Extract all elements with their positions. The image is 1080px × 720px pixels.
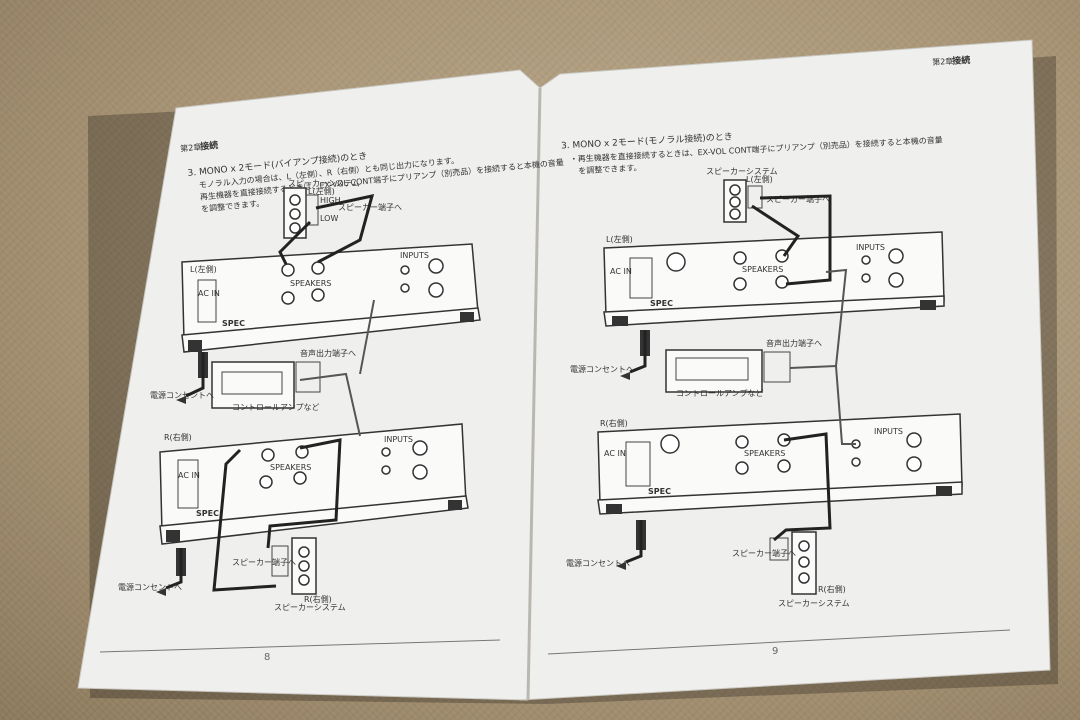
right-speaker-r-label: R(右側) <box>818 584 846 594</box>
left-top-acin: AC IN <box>198 289 220 298</box>
left-header-chapter: 第2章 <box>180 142 202 154</box>
left-bottom-brand: SPEC <box>196 509 219 518</box>
right-header-chapter: 第2章 <box>932 56 954 67</box>
left-header-title: 接続 <box>200 139 219 153</box>
right-speaker-system-bottom: スピーカーシステム <box>778 599 850 608</box>
right-top-inputs: INPUTS <box>856 243 885 252</box>
right-speaker-terminal-label: スピーカー端子へ <box>766 194 830 204</box>
right-page-number: 9 <box>772 646 778 657</box>
right-top-brand: SPEC <box>650 299 673 308</box>
left-bottom-amp-label: R(右側) <box>164 432 192 442</box>
left-bottom-speakers: SPEAKERS <box>270 463 311 472</box>
left-diagram: スピーカーシステム L(左側) スピーカー端子へ HIGH LOW L(左側) … <box>99 179 501 663</box>
right-top-acin: AC IN <box>610 267 632 276</box>
right-outlet-bottom-label: 電源コンセントへ <box>566 559 630 568</box>
left-outlet-top-label: 電源コンセントへ <box>150 391 214 400</box>
right-speaker-system-label: スピーカーシステム <box>706 167 778 176</box>
right-bottom-inputs: INPUTS <box>874 427 903 436</box>
left-speaker-r-label: R(右側) <box>304 594 332 604</box>
left-high-label: HIGH <box>320 196 341 205</box>
right-speaker-l-label: L(左側) <box>746 174 773 184</box>
left-top-amp-label: L(左側) <box>190 264 217 274</box>
right-audio-out-label: 音声出力端子へ <box>766 338 822 348</box>
left-low-label: LOW <box>320 214 338 223</box>
left-bottom-inputs: INPUTS <box>384 435 413 444</box>
right-top-speakers: SPEAKERS <box>742 265 783 274</box>
left-top-inputs: INPUTS <box>400 251 429 260</box>
left-top-brand: SPEC <box>222 319 245 328</box>
left-control-amp-label: コントロールアンプなど <box>232 403 319 412</box>
right-control-amp-label: コントロールアンプなど <box>676 389 763 398</box>
right-bottom-acin: AC IN <box>604 449 626 458</box>
left-speaker-terminal-bottom: スピーカー端子へ <box>232 557 296 567</box>
right-bottom-amp-label: R(右側) <box>600 418 628 428</box>
left-speaker-l-label: L(左側) <box>308 186 335 196</box>
right-bottom-speakers: SPEAKERS <box>744 449 785 458</box>
left-top-speakers: SPEAKERS <box>290 279 331 288</box>
right-top-amp-label: L(左側) <box>606 234 633 244</box>
left-page-number: 8 <box>264 652 270 663</box>
left-outlet-bottom-label: 電源コンセントへ <box>118 583 182 592</box>
left-speaker-system-label: スピーカーシステム <box>288 179 360 188</box>
right-outlet-top-label: 電源コンセントへ <box>570 365 634 374</box>
left-bottom-acin: AC IN <box>178 471 200 480</box>
right-diagram: スピーカーシステム L(左側) スピーカー端子へ L(左側) AC IN SPE… <box>547 167 1011 657</box>
left-control-amp <box>211 361 295 409</box>
left-audio-out-label: 音声出力端子へ <box>300 348 356 358</box>
right-speaker-terminal-bottom: スピーカー端子へ <box>732 548 796 558</box>
right-body-line2: を調整できます。 <box>578 162 642 175</box>
left-speaker-system-bottom: スピーカーシステム <box>274 603 346 612</box>
right-control-amp <box>665 349 763 393</box>
right-header-title: 接続 <box>952 54 971 67</box>
right-bottom-brand: SPEC <box>648 487 671 496</box>
